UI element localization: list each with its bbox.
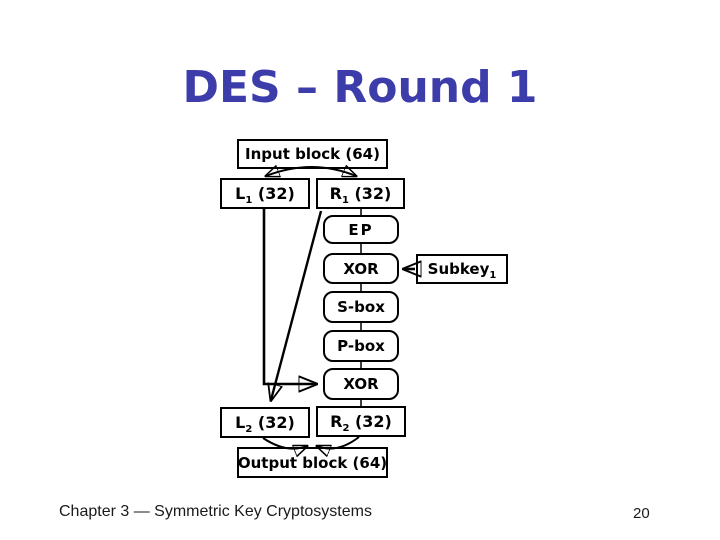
sbox-box: S-box [323, 291, 399, 323]
output-block-label: Output block (64) [237, 453, 388, 472]
slide-title: DES – Round 1 [182, 62, 538, 113]
footer-page-number: 20 [633, 505, 650, 522]
pbox-label: P-box [337, 337, 385, 355]
xor1-label: XOR [343, 259, 379, 278]
r2-label: R2 (32) [330, 412, 392, 434]
xor2-box: XOR [323, 368, 399, 400]
r1-label: R1 (32) [329, 184, 392, 206]
ep-box: EP [323, 215, 399, 244]
l1-label: L1 (32) [235, 184, 295, 206]
l2-label: L2 (32) [235, 413, 295, 435]
subkey1-box: Subkey1 [416, 254, 508, 284]
xor2-label: XOR [343, 375, 379, 393]
xor1-box: XOR [323, 253, 399, 284]
r2-box: R2 (32) [316, 406, 406, 437]
l1-box: L1 (32) [220, 178, 310, 209]
subkey1-label: Subkey1 [427, 260, 497, 281]
ep-label: EP [348, 220, 374, 239]
arrow-r1-to-l2 [271, 210, 323, 400]
input-block-label: Input block (64) [245, 145, 380, 163]
input-block-box: Input block (64) [237, 139, 388, 169]
output-block-box: Output block (64) [237, 447, 388, 478]
pbox-box: P-box [323, 330, 399, 362]
l2-box: L2 (32) [220, 407, 310, 438]
sbox-label: S-box [337, 298, 385, 316]
footer-chapter-text: Chapter 3 — Symmetric Key Cryptosystems [59, 503, 372, 520]
r1-box: R1 (32) [316, 178, 405, 209]
arrow-l1-to-xor2 [262, 209, 316, 384]
